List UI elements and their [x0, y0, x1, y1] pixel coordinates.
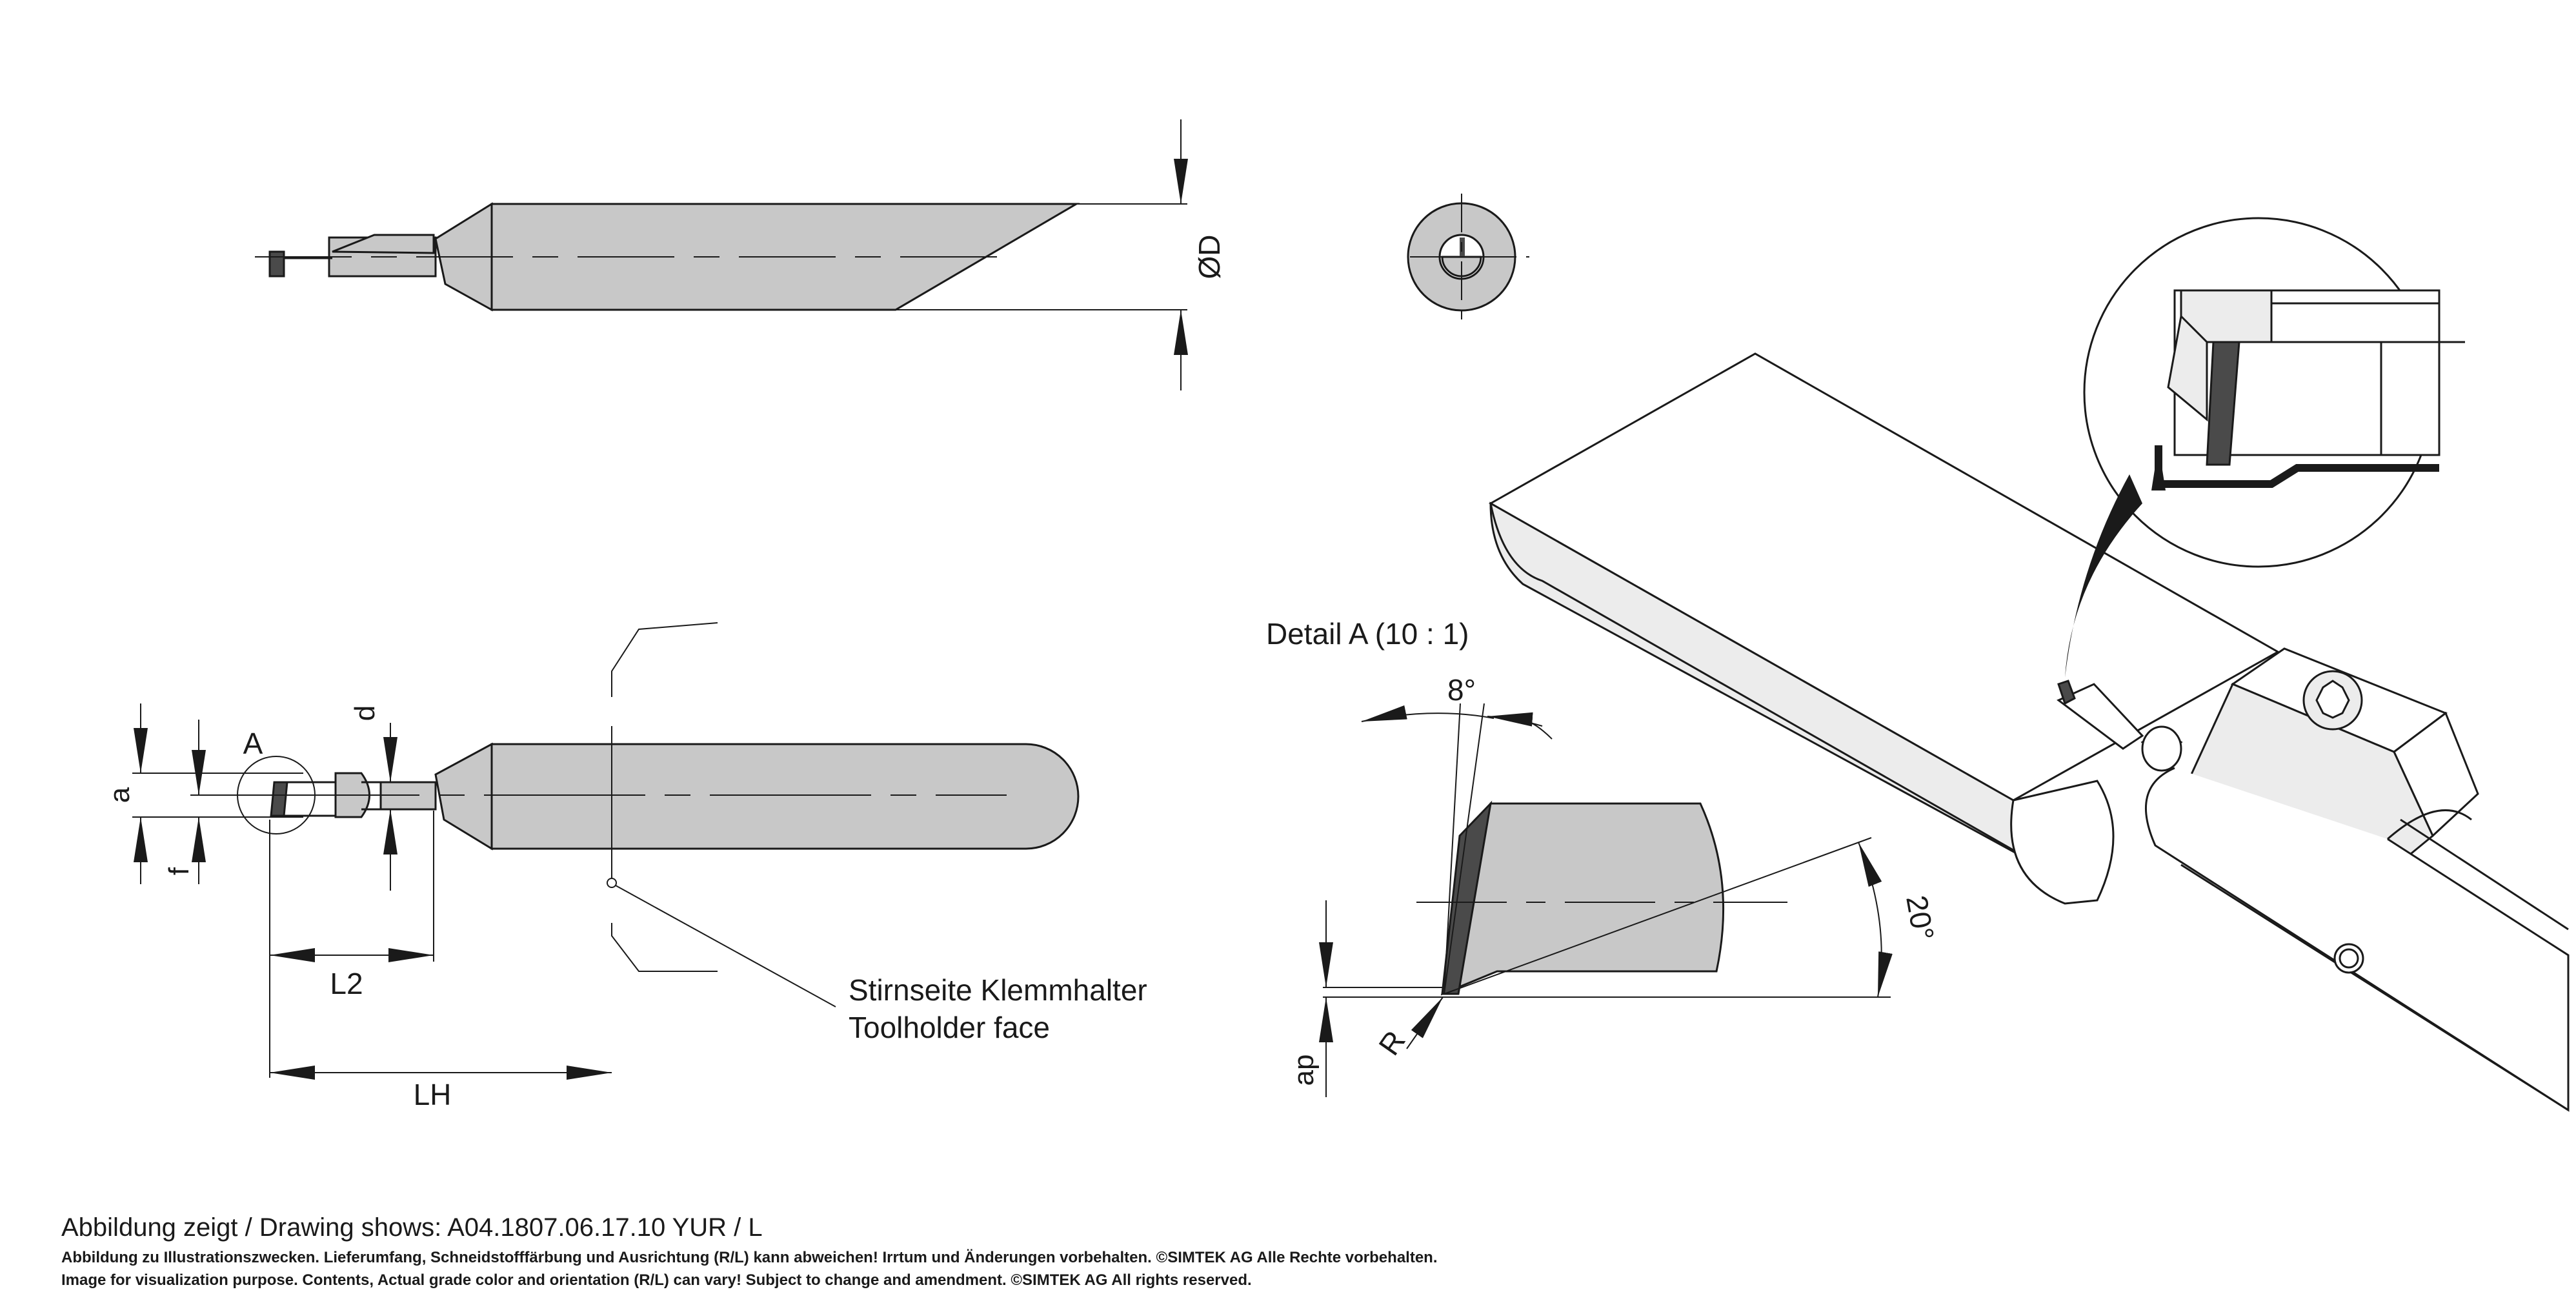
- shank-taper-front: [434, 742, 493, 851]
- label-angle-8: 8°: [1447, 673, 1476, 707]
- end-view: [1407, 194, 1529, 326]
- footer-disclaimer-en: Image for visualization purpose. Content…: [61, 1271, 1252, 1289]
- front-view: [132, 622, 1080, 1080]
- detail-title: Detail A (10 : 1): [1266, 617, 1469, 651]
- shank-body-front: [490, 743, 1080, 850]
- footer-drawing-shows: Abbildung zeigt / Drawing shows: A04.180…: [61, 1213, 763, 1242]
- zoom-insert: [2206, 341, 2240, 466]
- label-angle-20: 20°: [1900, 893, 1940, 943]
- detail-body: [1440, 802, 1725, 996]
- zoom-pointer: [2065, 474, 2142, 678]
- leader-top-break: [611, 622, 718, 687]
- holder-front-face: [1489, 501, 2021, 857]
- shank-tube: [2145, 767, 2570, 1112]
- label-diameter: ØD: [1192, 235, 1226, 279]
- top-side-view: [255, 119, 1188, 390]
- tip-insert-top: [268, 250, 285, 278]
- label-d: d: [349, 705, 381, 721]
- torx-icon: [2315, 680, 2350, 719]
- holder-front-round: [2010, 780, 2115, 905]
- insert-front: [270, 781, 288, 817]
- label-toolholder-en: Toolholder face: [849, 1011, 1050, 1044]
- label-L2: L2: [330, 967, 363, 1000]
- label-toolholder-de: Stirnseite Klemmhalter: [849, 973, 1147, 1007]
- label-detail-ref: A: [243, 727, 263, 760]
- toolholder-leader: [615, 885, 836, 1007]
- leader-bottom-break: [611, 923, 718, 972]
- tool-tip-iso: [2057, 683, 2144, 750]
- footer-disclaimer-de: Abbildung zu Illustrationszwecken. Liefe…: [61, 1249, 1438, 1266]
- detail-a-view: [1319, 703, 1893, 1097]
- isometric-view: [1488, 217, 2570, 1112]
- label-ap: ap: [1288, 1055, 1320, 1086]
- detail-insert: [1441, 800, 1493, 995]
- tool-collar-iso: [2141, 725, 2182, 772]
- label-LH: LH: [414, 1078, 452, 1111]
- label-a: a: [104, 787, 136, 803]
- label-f: f: [163, 867, 195, 875]
- shoulder-top: [332, 234, 435, 254]
- zoom-rotation-arrow: [2151, 445, 2439, 490]
- label-radius: R: [1372, 1024, 1412, 1061]
